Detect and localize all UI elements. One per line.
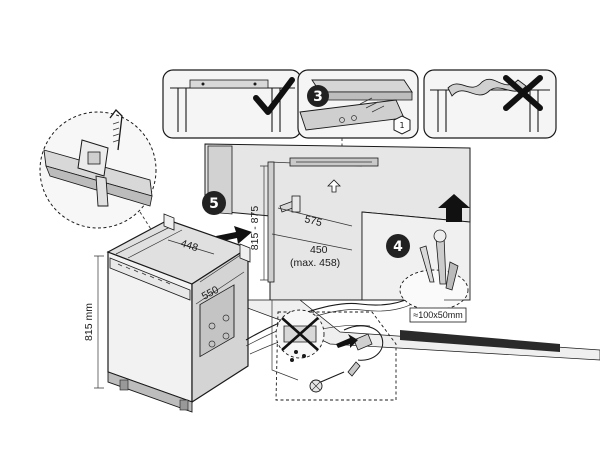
opening-magnifier: [399, 229, 470, 311]
svg-text:4: 4: [393, 239, 403, 255]
svg-text:1: 1: [399, 121, 404, 130]
step-1-badge: 1: [393, 115, 411, 135]
height-815mm-dimension: 815 mm: [83, 255, 104, 389]
opening-size-label: ≈100x50mm: [409, 307, 467, 323]
svg-text:575: 575: [303, 213, 323, 229]
svg-text:448: 448: [179, 237, 200, 254]
dishwasher-appliance: [106, 213, 251, 413]
svg-text:3: 3: [313, 89, 323, 105]
x-icon: [503, 75, 543, 111]
step-5-badge: 5: [202, 191, 226, 215]
svg-text:815 mm: 815 mm: [83, 303, 95, 341]
svg-text:5: 5: [209, 196, 219, 212]
svg-text:450: 450: [310, 244, 328, 256]
kitchen-niche: [204, 143, 600, 361]
svg-text:(max. 458): (max. 458): [290, 257, 340, 269]
check-icon: [253, 77, 295, 115]
svg-text:≈100x50mm: ≈100x50mm: [413, 310, 462, 320]
connection-detail: [275, 309, 397, 401]
svg-text:815 - 875: 815 - 875: [249, 206, 261, 251]
panel-step-3: 3 1: [297, 69, 419, 139]
niche-450-dimension: 450 (max. 458): [271, 233, 353, 269]
panel-correct-fit: [162, 69, 302, 139]
small-up-arrow-icon: [327, 179, 341, 193]
depth-448-dimension: 448: [167, 237, 215, 255]
magnifier-detail: [39, 109, 157, 229]
niche-height-dimension: 815 - 875: [249, 165, 268, 281]
up-arrow-icon: [438, 194, 470, 222]
step-3-badge: 3: [307, 85, 329, 107]
step-4-badge: 4: [386, 234, 410, 258]
panel-wrong-fit: [423, 69, 557, 139]
niche-575-dimension: 575: [277, 207, 353, 229]
